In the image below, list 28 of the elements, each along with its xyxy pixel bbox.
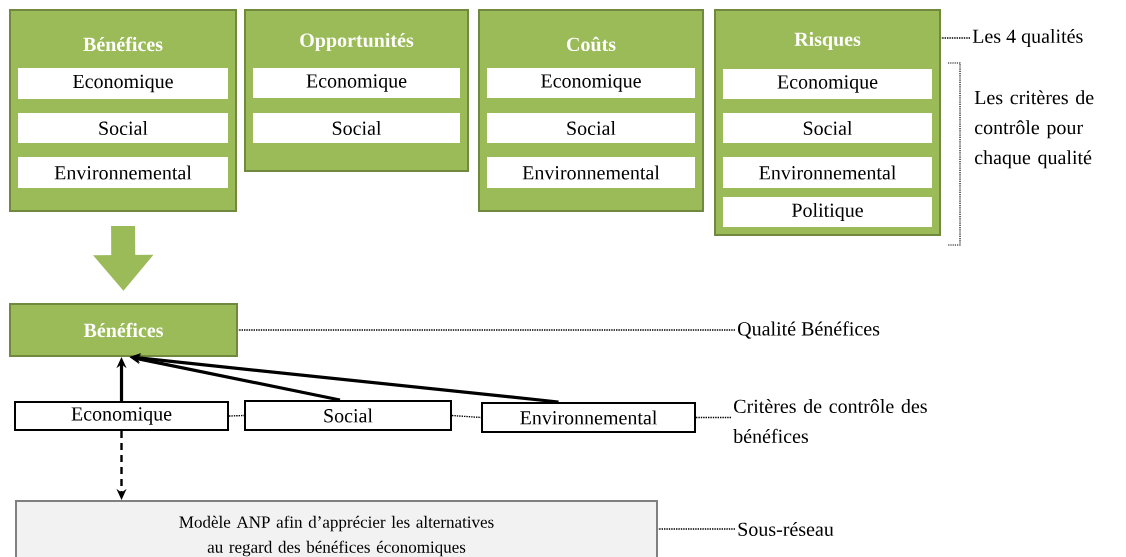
criterion-box: Social bbox=[723, 113, 932, 143]
criterion-box: Politique bbox=[723, 197, 932, 227]
criterion-box: Economique bbox=[18, 68, 228, 99]
criterion-box: Economique bbox=[487, 68, 695, 98]
connector-line bbox=[451, 414, 482, 419]
criterion-box: Environnemental bbox=[723, 157, 932, 188]
criterion-box: Environnemental bbox=[487, 157, 695, 188]
criterion-box: Economique bbox=[723, 69, 932, 99]
connector-line bbox=[228, 414, 245, 417]
quality-box: Bénéfices bbox=[9, 303, 238, 357]
annotation-text: Les critères de contrôle pour chaque qualité bbox=[974, 90, 1094, 169]
annotation-text: Les 4 qualités bbox=[972, 28, 1083, 48]
criterion-box: Social bbox=[244, 400, 452, 431]
criterion-box: Social bbox=[487, 113, 695, 143]
annotation-text: Critères de contrôle des bénéfices bbox=[733, 398, 927, 444]
leader-line bbox=[237, 329, 736, 331]
leader-line bbox=[695, 416, 732, 419]
leader-line bbox=[940, 37, 971, 39]
criterion-box: Social bbox=[18, 113, 228, 143]
criterion-box: Economique bbox=[14, 401, 229, 431]
criterion-box: Social bbox=[253, 113, 460, 143]
criterion-box: Environnemental bbox=[18, 157, 228, 188]
criterion-box: Environnemental bbox=[481, 402, 696, 433]
criterion-box: Economique bbox=[253, 68, 460, 98]
leader-line bbox=[657, 528, 736, 530]
annotation-text: Qualité Bénéfices bbox=[738, 321, 880, 339]
subnetwork-box: Modèle ANP afin d’apprécier les alternatives au regard des bénéfices économiques bbox=[15, 500, 658, 557]
annotation-text: Sous-réseau bbox=[738, 521, 834, 537]
